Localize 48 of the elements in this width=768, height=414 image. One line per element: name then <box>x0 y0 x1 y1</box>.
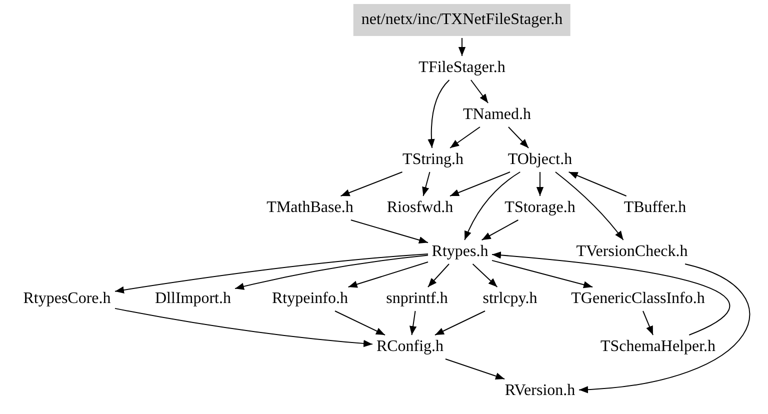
file-label: TObject.h <box>506 150 574 170</box>
file-label: TMathBase.h <box>264 198 356 218</box>
arrow <box>234 254 428 290</box>
arrow <box>508 126 530 148</box>
file-label: TSchemaHelper.h <box>598 337 718 357</box>
arrow <box>114 254 428 294</box>
arrow <box>464 172 521 240</box>
arrow <box>427 264 450 288</box>
file-label: Rtypeinfo.h <box>270 289 350 309</box>
arrow <box>492 260 594 288</box>
highlighted-file-box: net/netx/inc/TXNetFileStager.h <box>353 4 571 36</box>
file-label: TBuffer.h <box>622 198 688 218</box>
arrow <box>472 264 498 288</box>
arrow <box>450 126 480 148</box>
file-label: TFileStager.h <box>416 58 508 78</box>
arrow <box>481 220 519 240</box>
arrow <box>450 172 510 196</box>
arrow <box>492 252 730 336</box>
file-label: RVersion.h <box>502 381 578 401</box>
arrow <box>409 310 417 336</box>
file-label: Rtypes.h <box>430 242 490 262</box>
arrow <box>422 172 430 196</box>
file-label: RConfig.h <box>374 337 446 357</box>
file-label: RtypesCore.h <box>21 289 113 309</box>
file-label: snprintf.h <box>384 289 450 309</box>
file-label: strlcpy.h <box>480 289 540 309</box>
arrow <box>340 172 403 196</box>
arrow <box>444 358 506 380</box>
arrow <box>554 172 624 240</box>
file-label: TGenericClassInfo.h <box>569 289 707 309</box>
arrow <box>458 38 466 56</box>
file-label: Riosfwd.h <box>384 198 456 218</box>
arrow <box>434 310 486 336</box>
file-label: DllImport.h <box>153 289 233 309</box>
file-label: TString.h <box>400 150 466 170</box>
file-label: TStorage.h <box>502 198 578 218</box>
arrow <box>568 172 627 196</box>
arrow <box>334 310 386 336</box>
arrow <box>348 262 428 288</box>
arrow <box>350 220 428 244</box>
arrow <box>642 310 654 336</box>
arrow <box>578 264 750 393</box>
file-label: TVersionCheck.h <box>574 242 690 262</box>
arrow <box>114 308 373 348</box>
file-label: TNamed.h <box>461 105 533 125</box>
arrow <box>536 172 544 196</box>
arrow <box>428 80 450 148</box>
arrow <box>470 80 489 104</box>
